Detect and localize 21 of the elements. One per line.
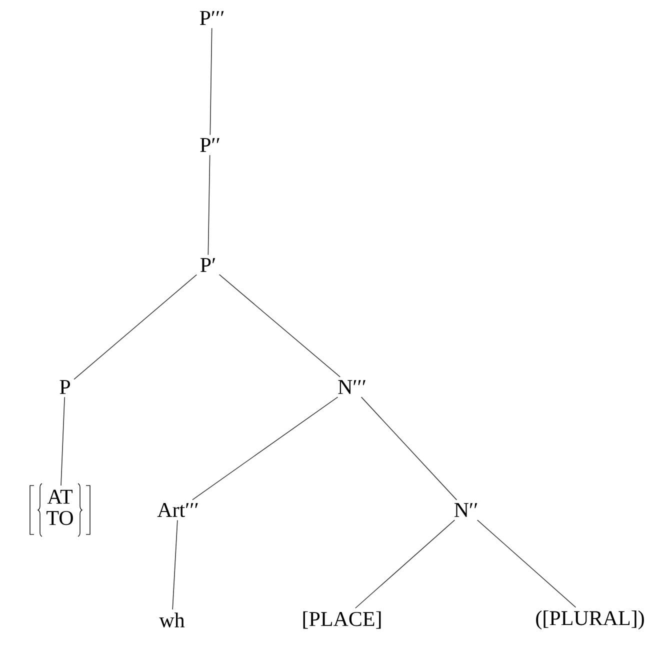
- tree-branch: [60, 396, 65, 486]
- option-brackets: AT TO: [30, 483, 90, 537]
- node-label: N′′: [454, 503, 478, 517]
- tree-branch: [360, 396, 458, 500]
- tree-branch: [210, 28, 212, 136]
- tree-branch: [476, 520, 576, 608]
- tree-branch: [172, 520, 178, 610]
- tree-branch: [355, 520, 456, 609]
- node-label: P′: [200, 258, 216, 272]
- node-label: ([PLURAL]): [536, 610, 644, 630]
- tree-branch: [208, 154, 210, 256]
- node-label: wh: [159, 612, 185, 628]
- node-label: Art′′′: [157, 502, 198, 518]
- tree-branch: [218, 274, 341, 378]
- node-label: N′′′: [338, 380, 366, 394]
- node-label: [PLACE]: [303, 611, 381, 629]
- tree-branch: [74, 274, 198, 380]
- node-label: P′′′: [200, 11, 224, 25]
- node-label: P′′: [200, 138, 220, 152]
- node-label: P: [60, 380, 70, 394]
- tree-branch: [192, 396, 338, 500]
